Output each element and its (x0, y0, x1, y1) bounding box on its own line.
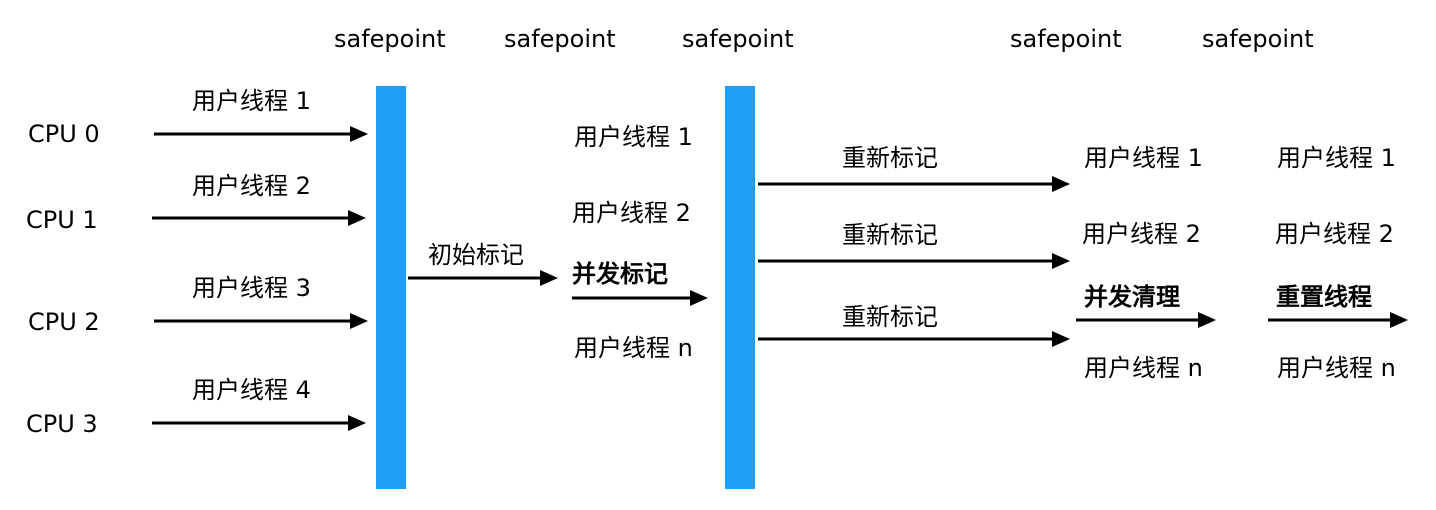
concurrent-mark-arrowhead (690, 290, 708, 306)
remark-label-3: 重新标记 (842, 303, 938, 331)
remark-label-1: 重新标记 (842, 144, 938, 172)
cpu-label-0: CPU 0 (28, 120, 100, 148)
reset-threads-arrowhead (1390, 312, 1408, 328)
cpu-label-2: CPU 2 (28, 308, 100, 336)
phase2-thread-1: 用户线程 1 (574, 123, 693, 151)
concurrent-mark-label: 并发标记 (572, 260, 668, 288)
phase2-thread-2: 用户线程 2 (572, 199, 691, 227)
safepoint-label-5: safepoint (1202, 25, 1314, 53)
phase3-thread-n: 用户线程 n (1084, 354, 1203, 382)
phase1-thread-2: 用户线程 2 (192, 172, 311, 200)
cpu3-arrowhead (348, 415, 366, 431)
concurrent-sweep-label: 并发清理 (1084, 283, 1180, 311)
cpu-label-1: CPU 1 (26, 206, 98, 234)
phase1-thread-1: 用户线程 1 (192, 87, 311, 115)
phase2-thread-n: 用户线程 n (574, 334, 693, 362)
phase1-thread-3: 用户线程 3 (192, 274, 311, 302)
phase4-thread-2: 用户线程 2 (1275, 220, 1394, 248)
safepoint-label-2: safepoint (504, 25, 616, 53)
safepoint-bar-2 (725, 86, 755, 489)
reset-threads-label: 重置线程 (1276, 283, 1372, 311)
cpu1-arrowhead (348, 210, 366, 226)
remark-arrowhead-3 (1052, 331, 1070, 347)
remark-label-2: 重新标记 (842, 221, 938, 249)
cpu0-arrowhead (350, 126, 368, 142)
safepoint-label-4: safepoint (1010, 25, 1122, 53)
phase3-thread-1: 用户线程 1 (1084, 144, 1203, 172)
safepoint-bar-1 (376, 86, 406, 489)
remark-arrowhead-2 (1052, 253, 1070, 269)
phase1-thread-4: 用户线程 4 (192, 376, 311, 404)
phase4-thread-n: 用户线程 n (1277, 354, 1396, 382)
safepoint-label-1: safepoint (334, 25, 446, 53)
cpu-label-3: CPU 3 (26, 410, 98, 438)
initial-mark-label: 初始标记 (428, 241, 524, 269)
concurrent-sweep-arrowhead (1198, 312, 1216, 328)
initial-mark-arrowhead (540, 270, 558, 286)
phase3-thread-2: 用户线程 2 (1082, 220, 1201, 248)
phase4-thread-1: 用户线程 1 (1277, 144, 1396, 172)
cpu2-arrowhead (350, 313, 368, 329)
safepoint-label-3: safepoint (682, 25, 794, 53)
remark-arrowhead-1 (1052, 176, 1070, 192)
